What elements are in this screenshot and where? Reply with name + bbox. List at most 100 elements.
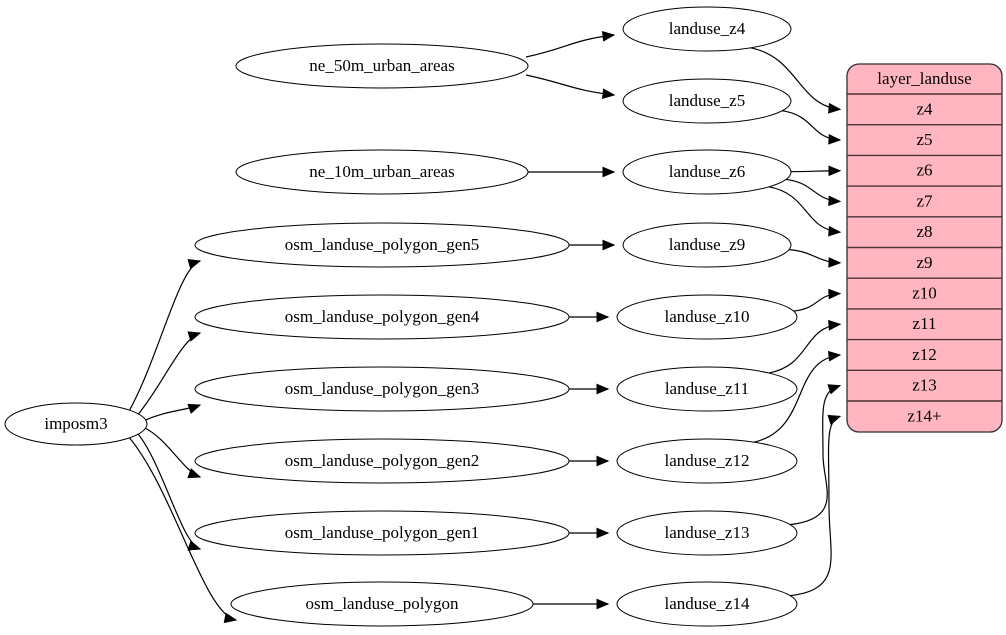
node-label: ne_10m_urban_areas xyxy=(309,162,454,181)
edge-arrowhead xyxy=(828,288,842,300)
edge-imposm3-to-osm_landuse_polygon xyxy=(128,436,237,621)
edge-arrowhead xyxy=(828,257,842,268)
edge-arrowhead xyxy=(596,383,610,395)
edge-arrowhead xyxy=(596,311,610,323)
node-shape-view xyxy=(616,294,798,340)
node-osm_landuse_polygon_gen5[interactable]: osm_landuse_polygon_gen5 xyxy=(194,222,570,268)
layer-table-row-label: z5 xyxy=(916,130,932,149)
node-shape-dataset xyxy=(194,294,570,340)
edge-arrowhead xyxy=(602,166,616,178)
node-shape-view xyxy=(622,149,792,195)
edge-arrowhead xyxy=(827,414,842,426)
layer-table-row-label: z14+ xyxy=(907,406,941,425)
node-shape-view xyxy=(622,6,792,52)
node-osm_landuse_polygon_gen3[interactable]: osm_landuse_polygon_gen3 xyxy=(194,366,570,412)
layer-table-row-label: z10 xyxy=(912,283,937,302)
layer-table-row-label: z7 xyxy=(916,191,933,210)
edge-arrowhead xyxy=(828,195,842,207)
node-label: ne_50m_urban_areas xyxy=(309,56,454,75)
node-label: landuse_z11 xyxy=(665,379,749,398)
layer-landuse-table: layer_landuse z4 z5 z6 z7 z8 z9 z10 z11 z12 z13 z14… xyxy=(846,63,1003,433)
node-shape-dataset xyxy=(194,510,570,556)
node-shape-dataset xyxy=(235,149,529,195)
node-shape-dataset xyxy=(194,366,570,412)
node-shape-dataset xyxy=(194,222,570,268)
node-shape-view xyxy=(616,438,798,484)
node-label: osm_landuse_polygon_gen4 xyxy=(285,307,480,326)
node-shape-dataset xyxy=(230,581,534,627)
edge-landuse_z6-to-row-z8 xyxy=(768,186,841,233)
edge-landuse_z4-to-row-z4 xyxy=(750,47,841,110)
node-label: landuse_z12 xyxy=(665,451,750,470)
layer-table-row-label: z12 xyxy=(912,345,937,364)
edge-arrowhead xyxy=(828,165,842,177)
edge-arrowhead xyxy=(187,540,202,551)
node-imposm3[interactable]: imposm3 xyxy=(4,402,148,446)
edge-arrowhead xyxy=(596,598,610,610)
node-shape-view xyxy=(616,366,798,412)
node-label: osm_landuse_polygon_gen2 xyxy=(285,451,480,470)
node-label: landuse_z5 xyxy=(669,91,745,110)
edge-ne50m-to-landuse_z4 xyxy=(525,34,615,58)
node-label: landuse_z6 xyxy=(669,162,745,181)
edge-landuse_z13-to-row-z13 xyxy=(789,385,841,526)
edge-arrowhead xyxy=(187,468,202,479)
edge-arrowhead xyxy=(602,239,616,251)
edge-landuse_z12-to-row-z12 xyxy=(753,354,841,443)
node-ne_50m_urban_areas[interactable]: ne_50m_urban_areas xyxy=(235,43,529,89)
node-label: landuse_z4 xyxy=(669,19,746,38)
edge-imposm3-to-osm_landuse_polygon_gen1 xyxy=(137,433,201,550)
edge-arrowhead xyxy=(827,384,842,395)
node-shape-view xyxy=(622,222,792,268)
edge-arrowhead xyxy=(828,102,842,114)
node-landuse_z5[interactable]: landuse_z5 xyxy=(622,78,792,124)
node-osm_landuse_polygon_gen1[interactable]: osm_landuse_polygon_gen1 xyxy=(194,510,570,556)
layer-table-row-label: z9 xyxy=(916,253,932,272)
node-osm_landuse_polygon[interactable]: osm_landuse_polygon xyxy=(230,581,534,627)
node-shape-view xyxy=(616,581,798,627)
edge-arrowhead xyxy=(187,258,202,270)
node-landuse_z9[interactable]: landuse_z9 xyxy=(622,222,792,268)
node-landuse_z13[interactable]: landuse_z13 xyxy=(616,510,798,556)
node-shape-view xyxy=(616,510,798,556)
node-label: landuse_z9 xyxy=(669,235,745,254)
edge-arrowhead xyxy=(827,350,842,362)
node-shape-dataset xyxy=(194,438,570,484)
edge-arrowhead xyxy=(601,88,616,99)
node-label: landuse_z14 xyxy=(665,594,750,613)
edge-arrowhead xyxy=(596,455,610,467)
edge-arrowhead xyxy=(601,31,616,42)
node-landuse_z14[interactable]: landuse_z14 xyxy=(616,581,798,627)
edge-landuse_z14-to-row-z14+ xyxy=(789,415,841,597)
edge-ne50m-to-landuse_z5 xyxy=(525,74,615,96)
node-osm_landuse_polygon_gen4[interactable]: osm_landuse_polygon_gen4 xyxy=(194,294,570,340)
edge-imposm3-to-osm_landuse_polygon_gen4 xyxy=(137,332,201,416)
edge-arrowhead xyxy=(828,225,842,237)
node-label: osm_landuse_polygon_gen1 xyxy=(285,523,480,542)
edge-arrowhead xyxy=(187,331,202,342)
layer-table-row-label: z8 xyxy=(916,222,932,241)
layer-table-row-label: z13 xyxy=(912,376,937,395)
node-label: landuse_z13 xyxy=(665,523,750,542)
node-landuse_z6[interactable]: landuse_z6 xyxy=(622,149,792,195)
edge-arrowhead xyxy=(596,527,610,539)
layer-table-header: layer_landuse xyxy=(877,69,971,88)
layer-table-row-label: z11 xyxy=(913,314,937,333)
node-ne_10m_urban_areas[interactable]: ne_10m_urban_areas xyxy=(235,149,529,195)
node-landuse_z11[interactable]: landuse_z11 xyxy=(616,366,798,412)
node-label: landuse_z10 xyxy=(665,307,750,326)
node-shape-dataset xyxy=(235,43,529,89)
node-label: osm_landuse_polygon_gen5 xyxy=(285,235,480,254)
node-shape-view xyxy=(622,78,792,124)
edge-arrowhead xyxy=(828,133,842,145)
node-label: osm_landuse_polygon_gen3 xyxy=(285,379,480,398)
layer-table-row-label: z4 xyxy=(916,99,933,118)
node-landuse_z4[interactable]: landuse_z4 xyxy=(622,6,792,52)
node-landuse_z10[interactable]: landuse_z10 xyxy=(616,294,798,340)
node-landuse_z12[interactable]: landuse_z12 xyxy=(616,438,798,484)
edge-arrowhead xyxy=(223,612,238,624)
layer-table-row-label: z6 xyxy=(916,161,932,180)
node-osm_landuse_polygon_gen2[interactable]: osm_landuse_polygon_gen2 xyxy=(194,438,570,484)
